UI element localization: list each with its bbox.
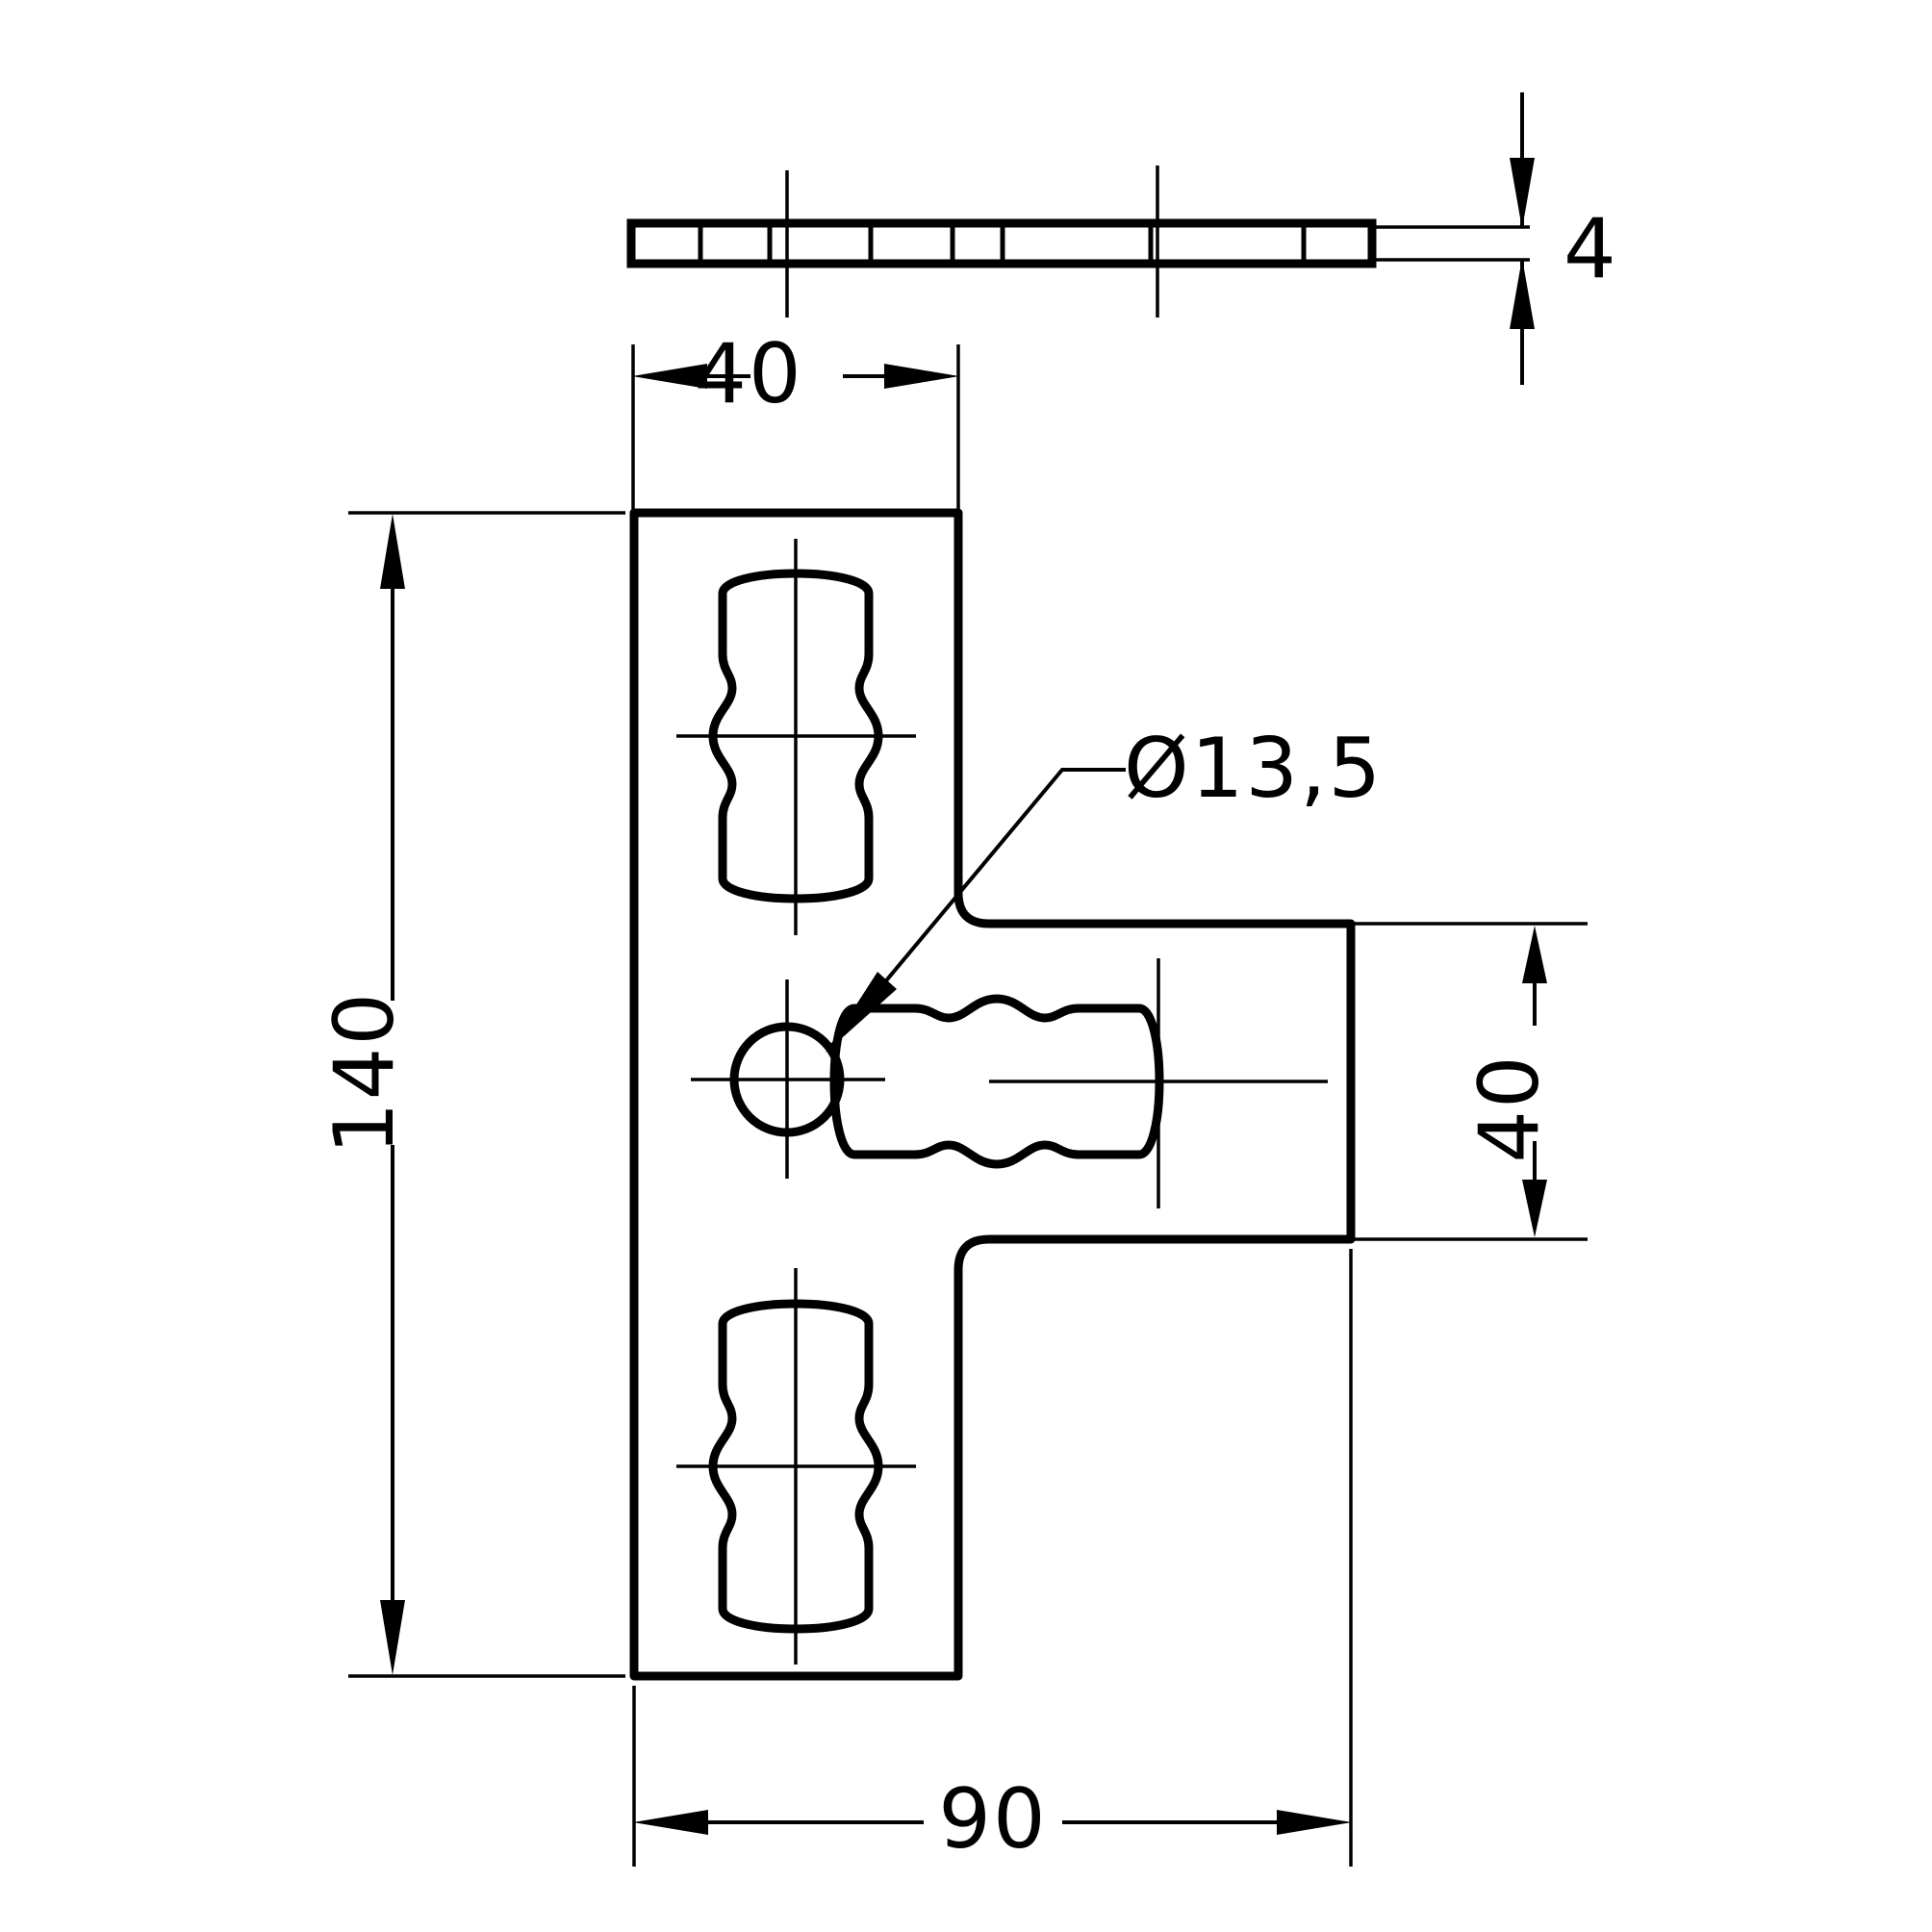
dim-40right-arrowhead-bottom (1522, 1180, 1547, 1237)
callout-leader-line (827, 768, 1126, 1051)
callout-hole-diameter: Ø13,5 (826, 721, 1383, 1053)
slot-top (676, 539, 916, 935)
slot-bottom (676, 1268, 916, 1665)
side-edge-view (626, 165, 1530, 318)
dim-140-label: 140 (317, 991, 413, 1155)
dim-90-arrowhead-left (633, 1810, 708, 1835)
dimension-overall-width-90: 90 (632, 1249, 1353, 1868)
dim-4-label: 4 (1563, 201, 1618, 297)
dim-4-arrowhead-top (1510, 158, 1535, 229)
part-outline-t-shape (629, 508, 1356, 1681)
callout-arrowhead (826, 972, 897, 1053)
dim-40top-arrowhead-right (884, 364, 959, 389)
dimension-overall-height-140: 140 (317, 511, 625, 1678)
dim-40top-arrowhead-left (632, 364, 707, 389)
dim-4-arrowhead-bottom (1510, 258, 1535, 329)
dim-40top-label: 40 (694, 326, 802, 422)
callout-diameter-label: Ø13,5 (1124, 721, 1383, 817)
slot-right (829, 958, 1328, 1208)
dimension-arm-height-40: 40 (1351, 922, 1588, 1241)
dim-90-label: 90 (938, 1771, 1047, 1868)
dim-90-arrowhead-right (1277, 1810, 1352, 1835)
side-view-plate-body (626, 218, 1377, 268)
dim-140-arrowhead-bottom (380, 1600, 405, 1675)
dimension-arm-width-40: 40 (631, 326, 960, 510)
front-plan-view (629, 508, 1356, 1681)
slot-right-profile (829, 994, 1164, 1169)
dim-140-arrowhead-top (380, 514, 405, 589)
dimension-thickness-4: 4 (1510, 92, 1618, 385)
round-hole (691, 979, 885, 1179)
dim-40right-arrowhead-top (1522, 926, 1547, 983)
dim-40right-label: 40 (1462, 1054, 1558, 1162)
